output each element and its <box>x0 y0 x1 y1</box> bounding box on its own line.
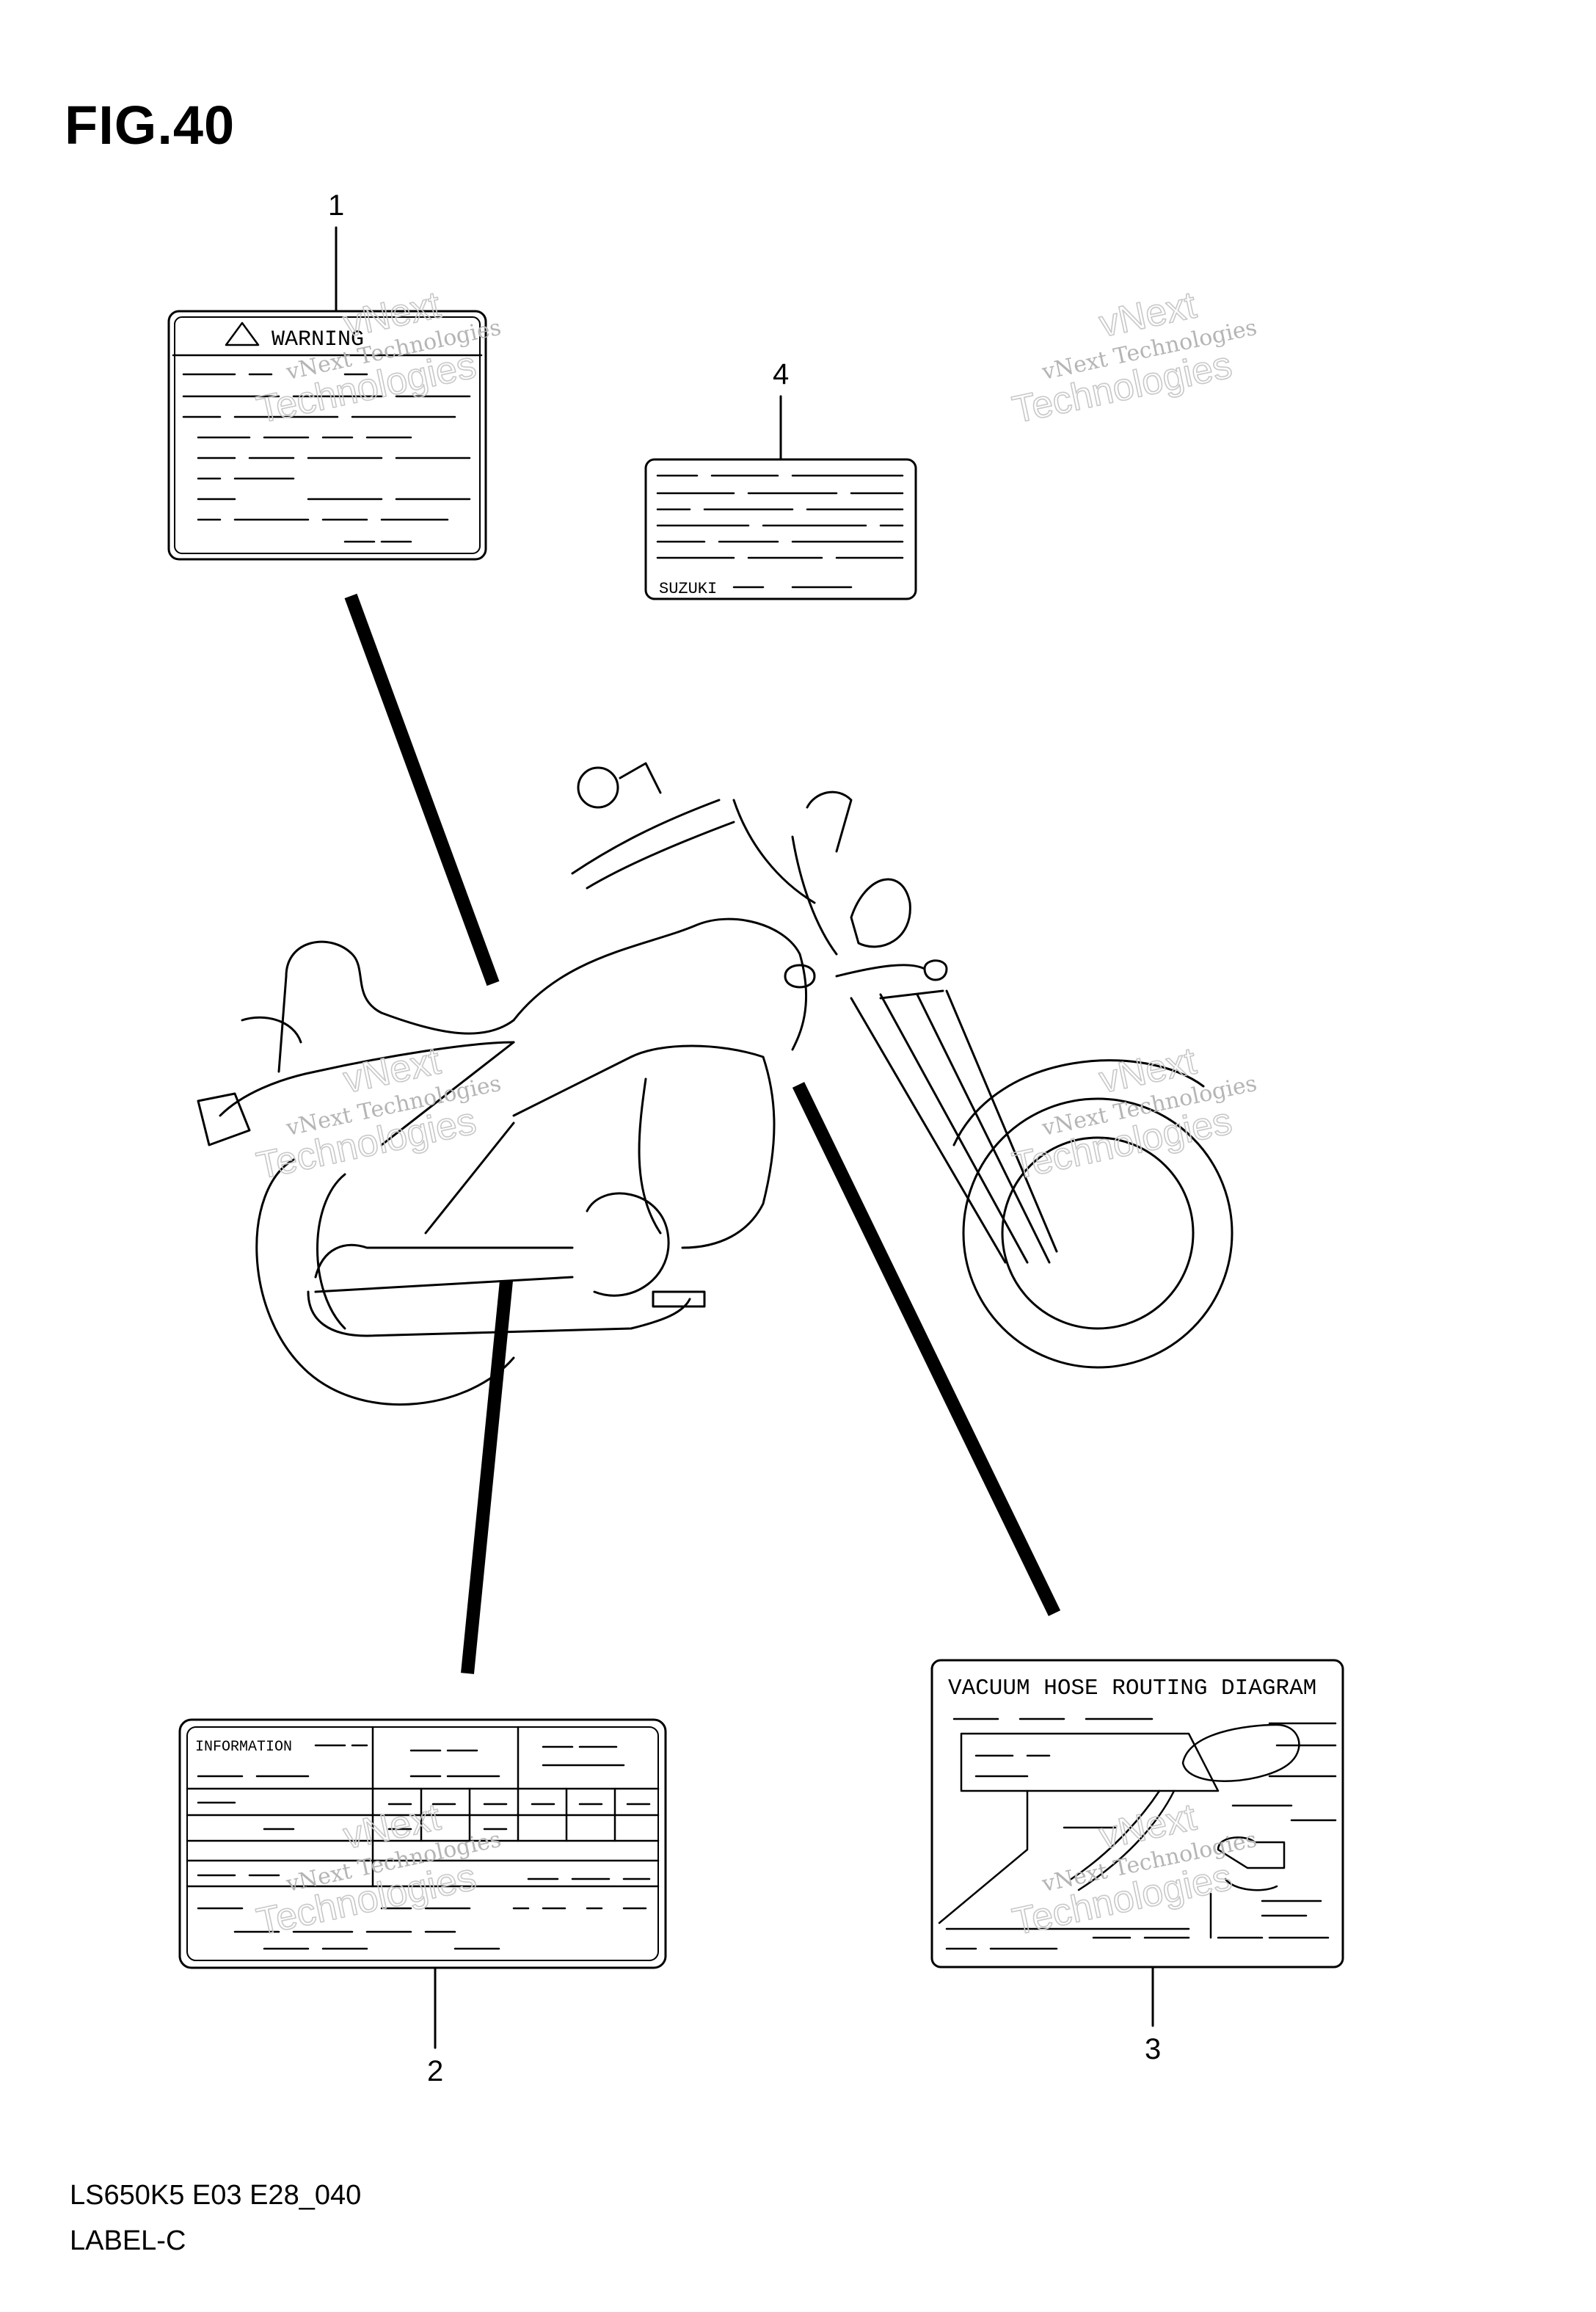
suzuki-label-brand: SUZUKI <box>659 580 717 598</box>
callout-3[interactable]: 3 <box>1145 2033 1162 2065</box>
warning-label-heading: WARNING <box>272 327 364 352</box>
label-pointers <box>344 593 1061 1674</box>
vacuum-label-heading: VACUUM HOSE ROUTING DIAGRAM <box>948 1676 1316 1701</box>
callout-4[interactable]: 4 <box>773 358 790 390</box>
figure-title: FIG.40 <box>65 95 236 156</box>
figure-caption: LABEL-C <box>70 2225 186 2256</box>
motorcycle-outline <box>197 762 1234 1406</box>
callout-leaders <box>335 226 1154 2049</box>
vacuum-hose-label[interactable]: VACUUM HOSE ROUTING DIAGRAM <box>930 1659 1344 1969</box>
warning-triangle-icon <box>225 321 260 346</box>
callout-1[interactable]: 1 <box>328 189 345 222</box>
info-label[interactable]: INFORMATION <box>178 1718 667 1969</box>
callout-2[interactable]: 2 <box>427 2055 444 2087</box>
info-label-header: INFORMATION <box>195 1739 292 1756</box>
warning-label[interactable]: WARNING <box>167 310 487 561</box>
figure-code: LS650K5 E03 E28_040 <box>70 2180 362 2211</box>
suzuki-label[interactable]: SUZUKI <box>644 458 917 600</box>
